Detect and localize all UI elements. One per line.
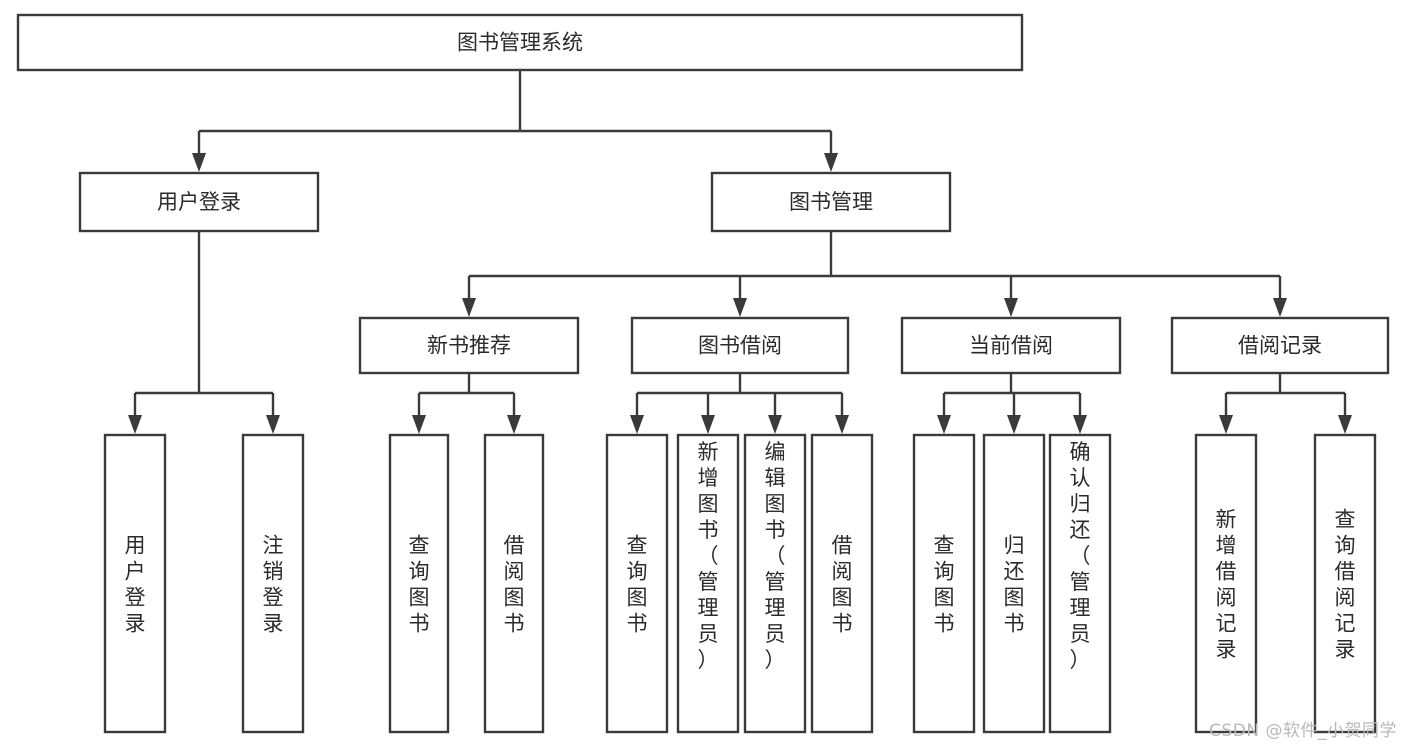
arrow-head-icon [630, 415, 644, 434]
node-box-user-login[interactable] [78, 171, 320, 233]
node-box-leaf-query-book-3[interactable] [912, 433, 976, 734]
connector-group-current-borrow [937, 373, 1087, 434]
node-leaf-query-book-3[interactable]: 查询图书 [912, 433, 976, 734]
node-book-mgmt[interactable]: 图书管理 [710, 171, 952, 233]
node-box-leaf-edit-book[interactable] [743, 433, 807, 734]
node-new-book-rec[interactable]: 新书推荐 [358, 316, 580, 375]
node-box-book-mgmt[interactable] [710, 171, 952, 233]
arrow-head-icon [733, 298, 747, 317]
arrow-head-icon [1004, 298, 1018, 317]
node-label-leaf-return-book: 归还图书 [1004, 533, 1025, 635]
arrow-head-icon [824, 153, 838, 172]
node-label-book-mgmt: 图书管理 [789, 190, 873, 214]
node-label-leaf-borrow-book-1: 借阅图书 [504, 533, 525, 635]
node-label-book-borrow: 图书借阅 [698, 334, 782, 358]
arrow-head-icon [1219, 415, 1233, 434]
arrow-head-icon [835, 415, 849, 434]
node-label-current-borrow: 当前借阅 [969, 334, 1053, 358]
node-box-leaf-user-login[interactable] [103, 433, 167, 734]
node-label-leaf-query-book-1: 查询图书 [409, 533, 430, 635]
node-leaf-return-book[interactable]: 归还图书 [982, 433, 1046, 734]
node-label-new-book-rec: 新书推荐 [427, 334, 511, 358]
node-leaf-user-login[interactable]: 用户登录 [103, 433, 167, 734]
node-label-leaf-logout: 注销登录 [263, 533, 284, 635]
connector-group-root [192, 70, 838, 172]
node-box-leaf-logout[interactable] [241, 433, 305, 734]
node-leaf-borrow-book-2[interactable]: 借阅图书 [810, 433, 874, 734]
node-leaf-borrow-book-1[interactable]: 借阅图书 [483, 433, 545, 734]
node-leaf-query-record[interactable]: 查询借阅记录 [1313, 433, 1377, 734]
node-box-leaf-query-record[interactable] [1313, 433, 1377, 734]
node-label-user-login: 用户登录 [157, 190, 241, 214]
node-label-leaf-user-login: 用户登录 [125, 533, 146, 635]
node-box-leaf-query-book-1[interactable] [388, 433, 450, 734]
arrow-head-icon [1338, 415, 1352, 434]
arrow-head-icon [701, 415, 715, 434]
arrow-head-icon [462, 298, 476, 317]
node-box-leaf-add-book[interactable] [676, 433, 740, 734]
node-root[interactable]: 图书管理系统 [16, 13, 1024, 72]
connector-group-borrow-record [1219, 373, 1352, 434]
node-label-leaf-edit-book: 编辑图书（管理员） [765, 440, 786, 672]
node-label-leaf-query-book-2: 查询图书 [627, 533, 648, 635]
node-box-borrow-record[interactable] [1170, 316, 1390, 375]
node-leaf-confirm-return[interactable]: 确认归还（管理员） [1048, 433, 1112, 734]
node-leaf-query-book-2[interactable]: 查询图书 [605, 433, 669, 734]
node-box-leaf-borrow-book-1[interactable] [483, 433, 545, 734]
arrow-head-icon [1073, 415, 1087, 434]
connector-group-user-login [128, 231, 280, 434]
arrow-head-icon [768, 415, 782, 434]
node-box-book-borrow[interactable] [630, 316, 850, 375]
node-box-leaf-query-book-2[interactable] [605, 433, 669, 734]
node-book-borrow[interactable]: 图书借阅 [630, 316, 850, 375]
node-leaf-edit-book[interactable]: 编辑图书（管理员） [743, 433, 807, 734]
node-label-borrow-record: 借阅记录 [1238, 334, 1322, 358]
node-box-root[interactable] [16, 13, 1024, 72]
connector-group-book-borrow [630, 373, 849, 434]
node-user-login[interactable]: 用户登录 [78, 171, 320, 233]
node-leaf-add-record[interactable]: 新增借阅记录 [1194, 433, 1258, 734]
node-borrow-record[interactable]: 借阅记录 [1170, 316, 1390, 375]
arrow-head-icon [266, 415, 280, 434]
node-leaf-add-book[interactable]: 新增图书（管理员） [676, 433, 740, 734]
node-current-borrow[interactable]: 当前借阅 [900, 316, 1122, 375]
arrow-head-icon [937, 415, 951, 434]
node-leaf-query-book-1[interactable]: 查询图书 [388, 433, 450, 734]
connector-group-new-book-rec [412, 373, 521, 434]
node-box-leaf-confirm-return[interactable] [1048, 433, 1112, 734]
node-box-leaf-return-book[interactable] [982, 433, 1046, 734]
node-label-leaf-confirm-return: 确认归还（管理员） [1070, 440, 1091, 672]
node-label-leaf-borrow-book-2: 借阅图书 [832, 533, 853, 635]
node-label-leaf-query-book-3: 查询图书 [934, 533, 955, 635]
arrow-head-icon [1007, 415, 1021, 434]
node-label-root: 图书管理系统 [457, 31, 583, 55]
node-label-leaf-add-book: 新增图书（管理员） [698, 440, 719, 672]
arrow-head-icon [128, 415, 142, 434]
node-box-current-borrow[interactable] [900, 316, 1122, 375]
arrow-head-icon [1273, 298, 1287, 317]
arrow-head-icon [192, 153, 206, 172]
arrow-head-icon [507, 415, 521, 434]
arrow-head-icon [412, 415, 426, 434]
node-label-leaf-add-record: 新增借阅记录 [1216, 507, 1237, 661]
node-box-leaf-add-record[interactable] [1194, 433, 1258, 734]
node-leaf-logout[interactable]: 注销登录 [241, 433, 305, 734]
node-label-leaf-query-record: 查询借阅记录 [1335, 507, 1356, 661]
node-box-new-book-rec[interactable] [358, 316, 580, 375]
connector-group-book-mgmt [462, 231, 1287, 317]
node-box-leaf-borrow-book-2[interactable] [810, 433, 874, 734]
